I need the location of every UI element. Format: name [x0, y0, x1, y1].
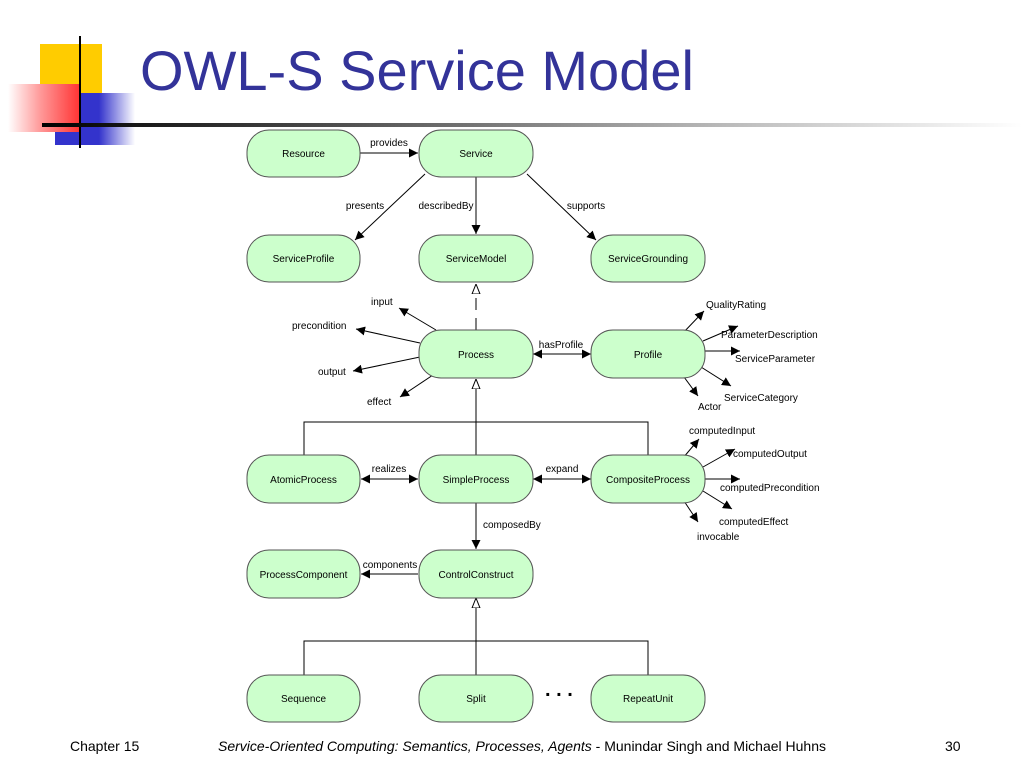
title-underline — [42, 123, 1022, 127]
label-realizes: realizes — [372, 464, 406, 475]
edge-supports — [526, 173, 597, 241]
label-describedby: describedBy — [418, 201, 473, 212]
label-parameterdescription: ParameterDescription — [721, 330, 818, 341]
edge-servicecategory — [700, 366, 732, 387]
node-simpleprocess-label: SimpleProcess — [443, 475, 510, 486]
footer-authors: - Munindar Singh and Michael Huhns — [591, 738, 827, 754]
node-compositeprocess: CompositeProcess — [590, 454, 706, 504]
node-servicegrounding: ServiceGrounding — [590, 234, 706, 283]
label-computedprecondition: computedPrecondition — [720, 483, 820, 494]
label-hasprofile: hasProfile — [539, 340, 584, 351]
edge-parameterdescription — [702, 325, 739, 342]
edge-presents — [354, 173, 426, 241]
node-resource-label: Resource — [282, 149, 325, 160]
node-repeatunit-label: RepeatUnit — [623, 694, 673, 705]
edge-computedoutput — [702, 448, 736, 468]
deco-vertical-line — [79, 36, 81, 148]
edge-precondition — [355, 326, 421, 344]
edge-computedeffect — [702, 490, 733, 510]
label-output: output — [318, 367, 346, 378]
label-input: input — [371, 297, 393, 308]
node-serviceprofile-label: ServiceProfile — [273, 254, 335, 265]
node-process-label: Process — [458, 350, 494, 361]
node-controlconstruct: ControlConstruct — [418, 549, 534, 599]
edge-effect — [399, 372, 437, 398]
node-service-label: Service — [459, 149, 493, 160]
node-processcomponent-label: ProcessComponent — [260, 570, 348, 581]
label-expand: expand — [546, 464, 579, 475]
label-presents: presents — [346, 201, 384, 212]
label-servicecategory: ServiceCategory — [724, 393, 798, 404]
node-serviceprofile: ServiceProfile — [246, 234, 361, 283]
label-serviceparameter: ServiceParameter — [735, 354, 816, 365]
node-compositeprocess-label: CompositeProcess — [606, 475, 690, 486]
label-provides: provides — [370, 138, 408, 149]
footer-page-number: 30 — [945, 738, 961, 754]
edge-input — [398, 307, 437, 331]
node-split-label: Split — [466, 694, 486, 705]
node-servicegrounding-label: ServiceGrounding — [608, 254, 688, 265]
label-actor: Actor — [698, 402, 722, 413]
node-service: Service — [418, 129, 534, 178]
label-computedinput: computedInput — [689, 426, 755, 437]
label-composedby: composedBy — [483, 520, 541, 531]
slide-title: OWL-S Service Model — [140, 39, 694, 102]
node-controlconstruct-label: ControlConstruct — [438, 570, 513, 581]
edge-actor — [683, 376, 699, 397]
label-precondition: precondition — [292, 321, 346, 332]
label-computedoutput: computedOutput — [733, 449, 807, 460]
footer-book-title: Service-Oriented Computing: Semantics, P… — [218, 738, 592, 754]
label-components: components — [363, 560, 417, 571]
label-invocable: invocable — [697, 532, 740, 543]
label-qualityrating: QualityRating — [706, 300, 766, 311]
label-supports: supports — [567, 201, 605, 212]
label-computedeffect: computedEffect — [719, 517, 789, 528]
node-process: Process — [418, 329, 534, 379]
node-processcomponent: ProcessComponent — [246, 549, 361, 599]
footer-chapter: Chapter 15 — [70, 738, 140, 754]
ellipsis: . . . — [545, 679, 573, 701]
node-split: Split — [418, 674, 534, 723]
label-effect: effect — [367, 397, 391, 408]
node-atomicprocess-label: AtomicProcess — [270, 475, 337, 486]
node-sequence: Sequence — [246, 674, 361, 723]
node-profile-label: Profile — [634, 350, 663, 361]
edge-invocable — [683, 500, 699, 523]
node-repeatunit: RepeatUnit — [590, 674, 706, 723]
node-simpleprocess: SimpleProcess — [418, 454, 534, 504]
footer-citation: Service-Oriented Computing: Semantics, P… — [218, 738, 826, 754]
node-atomicprocess: AtomicProcess — [246, 454, 361, 504]
edge-output — [352, 356, 421, 374]
node-profile: Profile — [590, 329, 706, 379]
node-servicemodel: ServiceModel — [418, 234, 534, 283]
node-resource: Resource — [246, 129, 361, 178]
node-sequence-label: Sequence — [281, 694, 326, 705]
node-servicemodel-label: ServiceModel — [446, 254, 507, 265]
